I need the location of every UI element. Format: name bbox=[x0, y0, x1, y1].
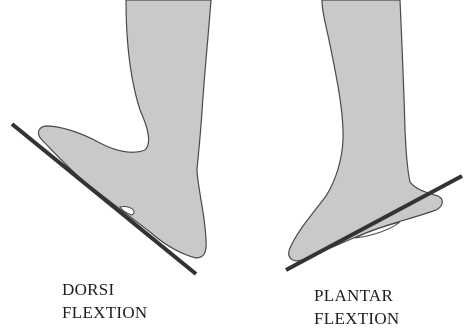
plantar-foot-silhouette bbox=[289, 0, 443, 261]
plantar-caption-line-2: FLEXTION bbox=[314, 307, 400, 330]
plantar-flexion-figure bbox=[286, 0, 462, 270]
plantar-caption-line-1: PLANTAR bbox=[314, 284, 400, 307]
dorsi-caption-line-2: FLEXTION bbox=[62, 301, 148, 324]
dorsi-caption-line-1: DORSI bbox=[62, 278, 148, 301]
dorsi-flexion-caption: DORSI FLEXTION bbox=[62, 278, 148, 324]
dorsi-flexion-figure bbox=[12, 0, 211, 274]
dorsi-foot-silhouette bbox=[39, 0, 211, 258]
plantar-flexion-caption: PLANTAR FLEXTION bbox=[314, 284, 400, 330]
